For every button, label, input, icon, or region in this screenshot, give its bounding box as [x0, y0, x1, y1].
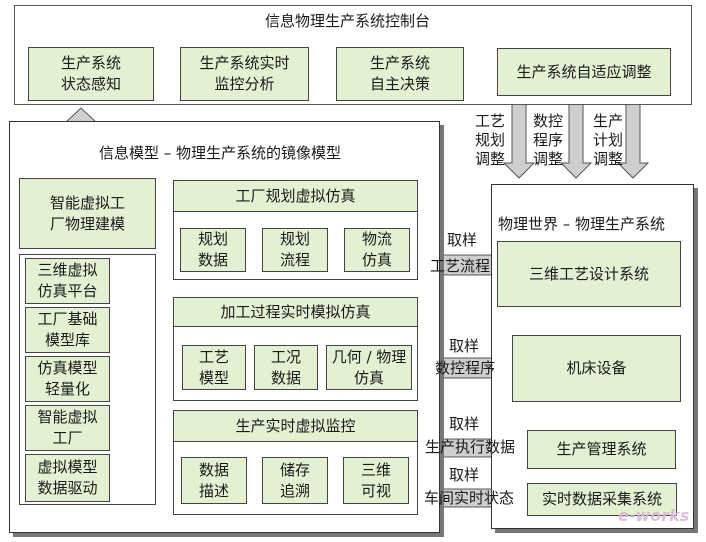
group-factory-planning-title: 工厂规划虚拟仿真 [173, 180, 418, 212]
system-machine-tools: 机床设备 [512, 335, 681, 402]
group1-item-logistics-sim: 物流 仿真 [344, 228, 410, 272]
group3-item-data-description: 数据 描述 [181, 457, 247, 504]
physical-panel-title: 物理世界 – 物理生产系统 [498, 215, 666, 233]
watermark-logo: e-works [618, 506, 689, 525]
flow-label-production-execution: 生产执行数据 [425, 438, 516, 456]
left-item-physical-modeling: 智能虚拟工 厂物理建模 [19, 178, 156, 249]
left-item-lightweight: 仿真模型 轻量化 [25, 356, 110, 402]
group3-item-storage-trace: 储存 追溯 [262, 457, 328, 504]
adjust-label-process-planning: 工艺 规划 调整 [474, 112, 505, 168]
sample-label: 取样 [449, 466, 480, 484]
flow-label-workshop-status: 车间实时状态 [424, 489, 515, 507]
left-item-virtual-factory: 智能虚拟 工厂 [25, 405, 110, 451]
system-production-management: 生产管理系统 [527, 430, 676, 469]
group3-item-3d-visual: 三维 可视 [343, 457, 409, 504]
system-realtime-acquisition: 实时数据采集系统 [527, 483, 677, 516]
group2-item-process-model: 工艺 模型 [182, 345, 246, 390]
sample-label: 取样 [449, 415, 480, 433]
group-machining-simulation-title: 加工过程实时模拟仿真 [173, 297, 418, 327]
group2-item-condition-data: 工况 数据 [254, 345, 318, 390]
arrow-down [502, 96, 536, 179]
step-state-sensing: 生产系统 状态感知 [28, 47, 154, 101]
arrow-down [559, 96, 593, 179]
sample-label: 取样 [449, 337, 480, 355]
left-item-data-driven: 虚拟模型 数据驱动 [25, 454, 110, 502]
group-realtime-monitoring-title: 生产实时虚拟监控 [173, 410, 418, 442]
group1-item-planning-data: 规划 数据 [180, 228, 246, 272]
arrow-down [616, 96, 650, 179]
step-adaptive-adjustment: 生产系统自适应调整 [497, 48, 671, 96]
left-item-model-library: 工厂基础 模型库 [25, 307, 110, 353]
system-3d-process-design: 三维工艺设计系统 [497, 241, 681, 307]
adjust-label-nc-program: 数控 程序 调整 [532, 112, 563, 168]
watermark-text: e-works [618, 506, 690, 525]
group1-item-planning-process: 规划 流程 [262, 228, 328, 272]
sample-label: 取样 [447, 231, 478, 249]
console-title: 信息物理生产系统控制台 [265, 12, 431, 30]
flow-label-process: 工艺流程 [430, 257, 491, 275]
left-item-3d-platform: 三维虚拟 仿真平台 [25, 258, 110, 304]
flow-label-nc-program: 数控程序 [435, 359, 496, 377]
adjust-label-production-plan: 生产 计划 调整 [592, 112, 623, 168]
step-autonomous-decision: 生产系统 自主决策 [336, 47, 464, 101]
step-realtime-monitoring: 生产系统实时 监控分析 [180, 47, 309, 101]
group2-item-geometry-physics: 几何 / 物理 仿真 [326, 345, 412, 390]
mirror-panel-title: 信息模型 – 物理生产系统的镜像模型 [99, 144, 342, 162]
